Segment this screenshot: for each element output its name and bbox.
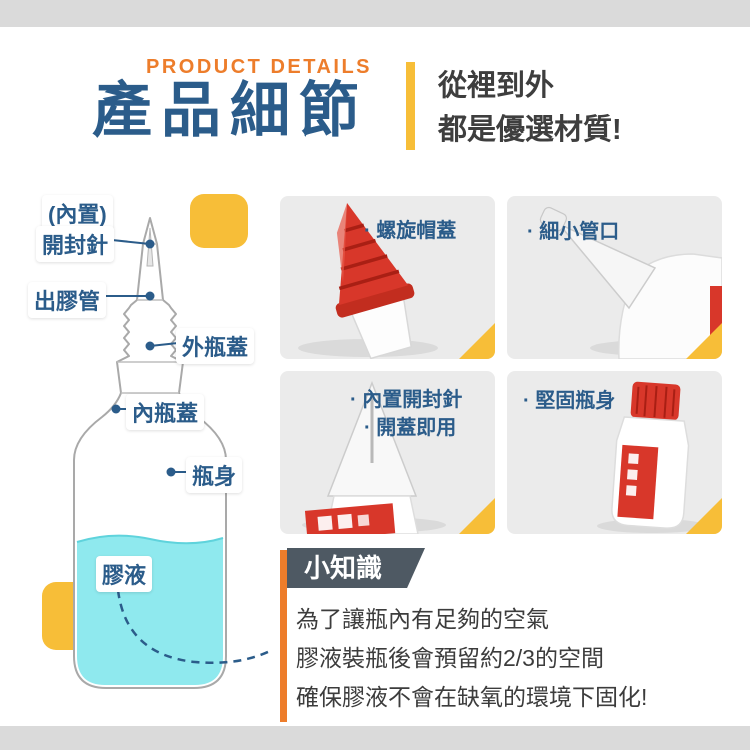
diagram-label-glue-tube: 出膠管 bbox=[28, 282, 107, 318]
tagline: 從裡到外 都是優選材質! bbox=[438, 64, 622, 152]
diagram-label-bottle-body: 瓶身 bbox=[186, 457, 243, 493]
dashed-connector bbox=[116, 589, 273, 665]
tagline-line2: 都是優選材質! bbox=[438, 114, 622, 146]
diagram-label-outer-cap: 外瓶蓋 bbox=[176, 328, 255, 364]
photo-fine-nozzle bbox=[539, 206, 722, 359]
diagram-label-glue-liquid: 膠液 bbox=[96, 556, 153, 592]
feature-card-sturdy-body: · 堅固瓶身 bbox=[507, 371, 722, 534]
feature-label-fine-nozzle: · 細小管口 bbox=[527, 221, 620, 243]
feature-card-built-in-pin: · 內置開封針 · 開蓋即用 bbox=[280, 371, 495, 534]
corner-triangle bbox=[686, 498, 722, 534]
bottom-gray-band bbox=[0, 726, 750, 750]
tip-line-3: 確保膠液不會在缺氧的環境下固化! bbox=[296, 684, 648, 710]
feature-label-built-in-pin: · 內置開封針 bbox=[350, 389, 463, 411]
diagram-label-opening-pin: 開封針 bbox=[36, 226, 115, 262]
corner-triangle bbox=[459, 498, 495, 534]
section-eyebrow: PRODUCT DETAILS bbox=[146, 56, 373, 78]
tip-box: 小知識 為了讓瓶內有足夠的空氣 膠液裝瓶後會預留約2/3的空間 確保膠液不會在缺… bbox=[280, 548, 732, 724]
feature-card-fine-nozzle: · 細小管口 bbox=[507, 196, 722, 359]
photo-sturdy-body bbox=[597, 381, 707, 533]
corner-triangle bbox=[459, 323, 495, 359]
feature-label-ready-to-use: · 開蓋即用 bbox=[364, 417, 457, 439]
photo-spiral-cap bbox=[298, 202, 438, 359]
feature-label-sturdy-body: · 堅固瓶身 bbox=[523, 390, 616, 412]
photo-built-in-pin bbox=[302, 380, 446, 534]
tip-line-2: 膠液裝瓶後會預留約2/3的空間 bbox=[296, 645, 604, 671]
corner-triangle bbox=[686, 323, 722, 359]
tip-line-1: 為了讓瓶內有足夠的空氣 bbox=[296, 606, 549, 632]
feature-label-spiral-cap: · 螺旋帽蓋 bbox=[364, 220, 457, 242]
title-divider-bar bbox=[406, 62, 415, 150]
inner-needle bbox=[146, 227, 154, 267]
tip-title: 小知識 bbox=[287, 548, 425, 588]
tagline-line1: 從裡到外 bbox=[438, 70, 555, 102]
tip-accent-bar bbox=[280, 550, 287, 722]
top-gray-band bbox=[0, 0, 750, 27]
leader-dots bbox=[111, 239, 176, 477]
page-title: 產品細節 bbox=[92, 77, 368, 144]
diagram-label-inner-cap: 內瓶蓋 bbox=[126, 394, 205, 430]
tip-body: 為了讓瓶內有足夠的空氣 膠液裝瓶後會預留約2/3的空間 確保膠液不會在缺氧的環境… bbox=[296, 600, 647, 717]
feature-card-spiral-cap: · 螺旋帽蓋 bbox=[280, 196, 495, 359]
leader-lines bbox=[106, 239, 186, 473]
